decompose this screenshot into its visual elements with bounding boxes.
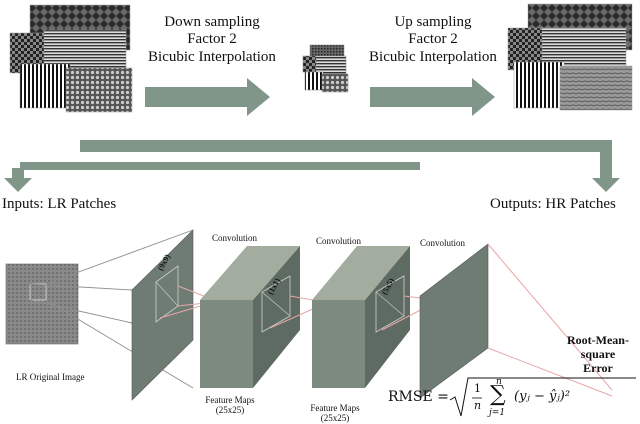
conv-1-label: Convolution [212,233,258,243]
inputs-label: Inputs: LR Patches [2,196,117,212]
frac-den: n [474,399,482,412]
lr-original-image [5,263,79,345]
bracket-arrow-inputs [4,162,420,192]
pink-lines-rmse [487,243,613,397]
rmse-name-label: Root-Mean- square Error [567,333,629,375]
conv-layer-3-output-plane [419,243,489,399]
hr-texture-stack-left [9,4,133,113]
feature-maps-2-label: Feature Maps (25x25) [310,403,360,424]
sum-top: n [496,377,502,387]
outputs-label: Outputs: HR Patches [490,196,616,212]
frac-num: 1 [474,382,481,395]
rmse-lhs: RMSE = [388,389,449,405]
conv-2-label: Convolution [316,236,362,246]
lr-texture-stack [302,44,349,93]
sum-bottom: j=1 [489,408,506,418]
hr-texture-stack-right [507,3,633,111]
downsample-label: Down sampling Factor 2 Bicubic Interpola… [148,14,276,65]
feature-map-slab-1 [200,246,300,388]
projection-lines-input [29,229,194,389]
upsample-arrow [370,78,495,116]
feature-maps-1-label: Feature Maps (25x25) [205,395,255,416]
rmse-formula: RMSE = 1 n n ∑ j=1 (yⱼ − ŷⱼ)² [386,376,636,420]
conv-3-label: Convolution [420,238,466,248]
upsample-label: Up sampling Factor 2 Bicubic Interpolati… [369,14,497,65]
sqrt-symbol [449,377,636,417]
sum-symbol: ∑ [490,382,506,407]
sum-body: (yⱼ − ŷⱼ)² [514,389,571,404]
lr-original-image-label: LR Original Image [16,372,85,382]
downsample-arrow [145,78,270,116]
bracket-arrow-outputs [80,140,620,192]
feature-map-slab-2 [312,246,410,388]
